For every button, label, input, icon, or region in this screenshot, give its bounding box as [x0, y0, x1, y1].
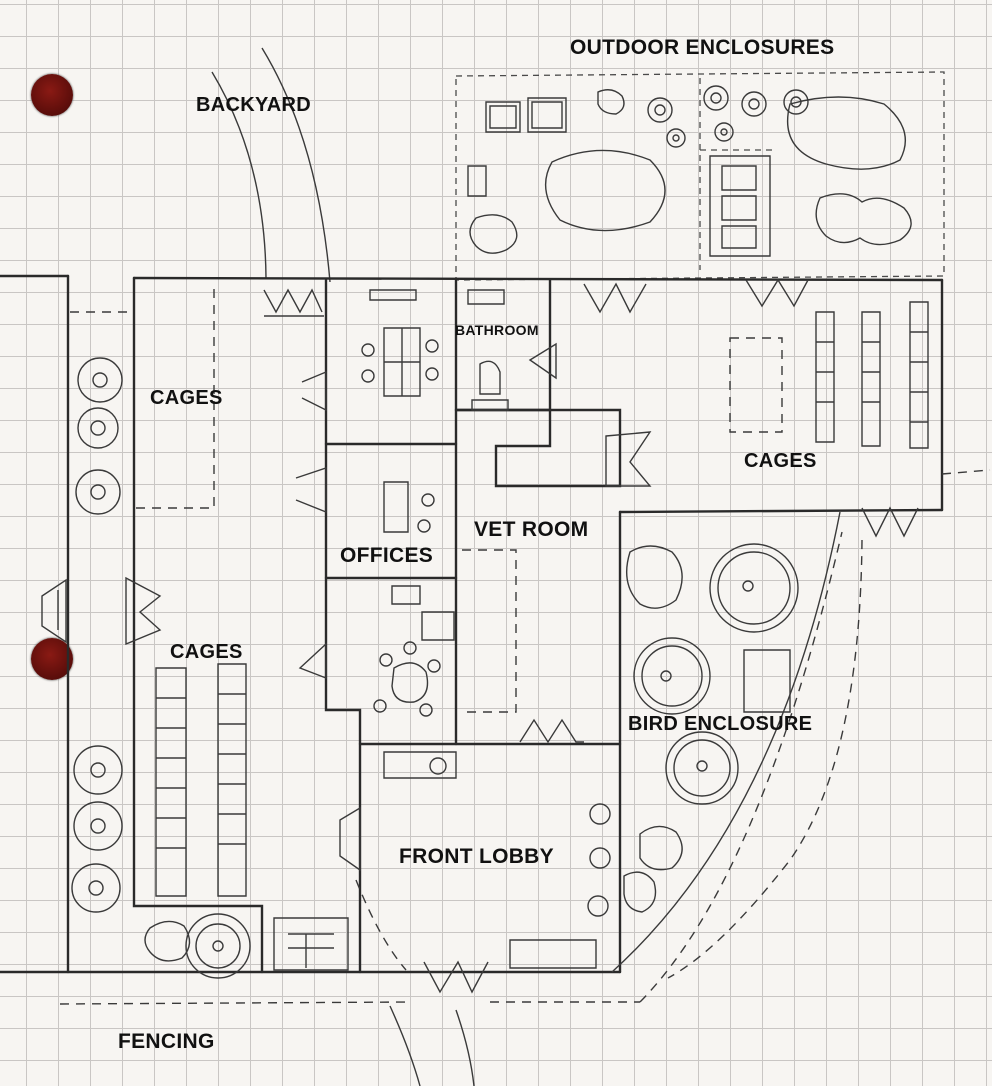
- label-cages-east: CAGES: [744, 450, 817, 472]
- cage-stacks: [70, 282, 929, 897]
- binder-hole-bottom: [31, 638, 73, 680]
- binder-hole-top: [31, 74, 73, 116]
- interior-furniture: [273, 289, 611, 971]
- label-backyard: BACKYARD: [196, 94, 312, 116]
- fencing: [59, 469, 991, 1086]
- west-shrubs: [71, 357, 251, 979]
- outdoor-enclosure-boundary: [455, 71, 945, 281]
- bird-enclosure-features: [623, 543, 799, 913]
- outdoor-enclosure-features: [467, 85, 912, 257]
- label-bathroom: BATHROOM: [455, 322, 539, 338]
- doors: [41, 278, 919, 994]
- label-cages-west-lower: CAGES: [170, 641, 243, 663]
- label-bird-enclosure: BIRD ENCLOSURE: [628, 713, 813, 735]
- label-vet-room: VET ROOM: [474, 518, 589, 541]
- label-outdoor-enclosures: OUTDOOR ENCLOSURES: [570, 36, 835, 59]
- backyard-path: [211, 47, 331, 283]
- label-fencing: FENCING: [118, 1030, 215, 1053]
- label-offices: OFFICES: [340, 544, 434, 567]
- label-front-lobby: FRONT LOBBY: [399, 845, 554, 868]
- label-cages-west-upper: CAGES: [150, 387, 223, 409]
